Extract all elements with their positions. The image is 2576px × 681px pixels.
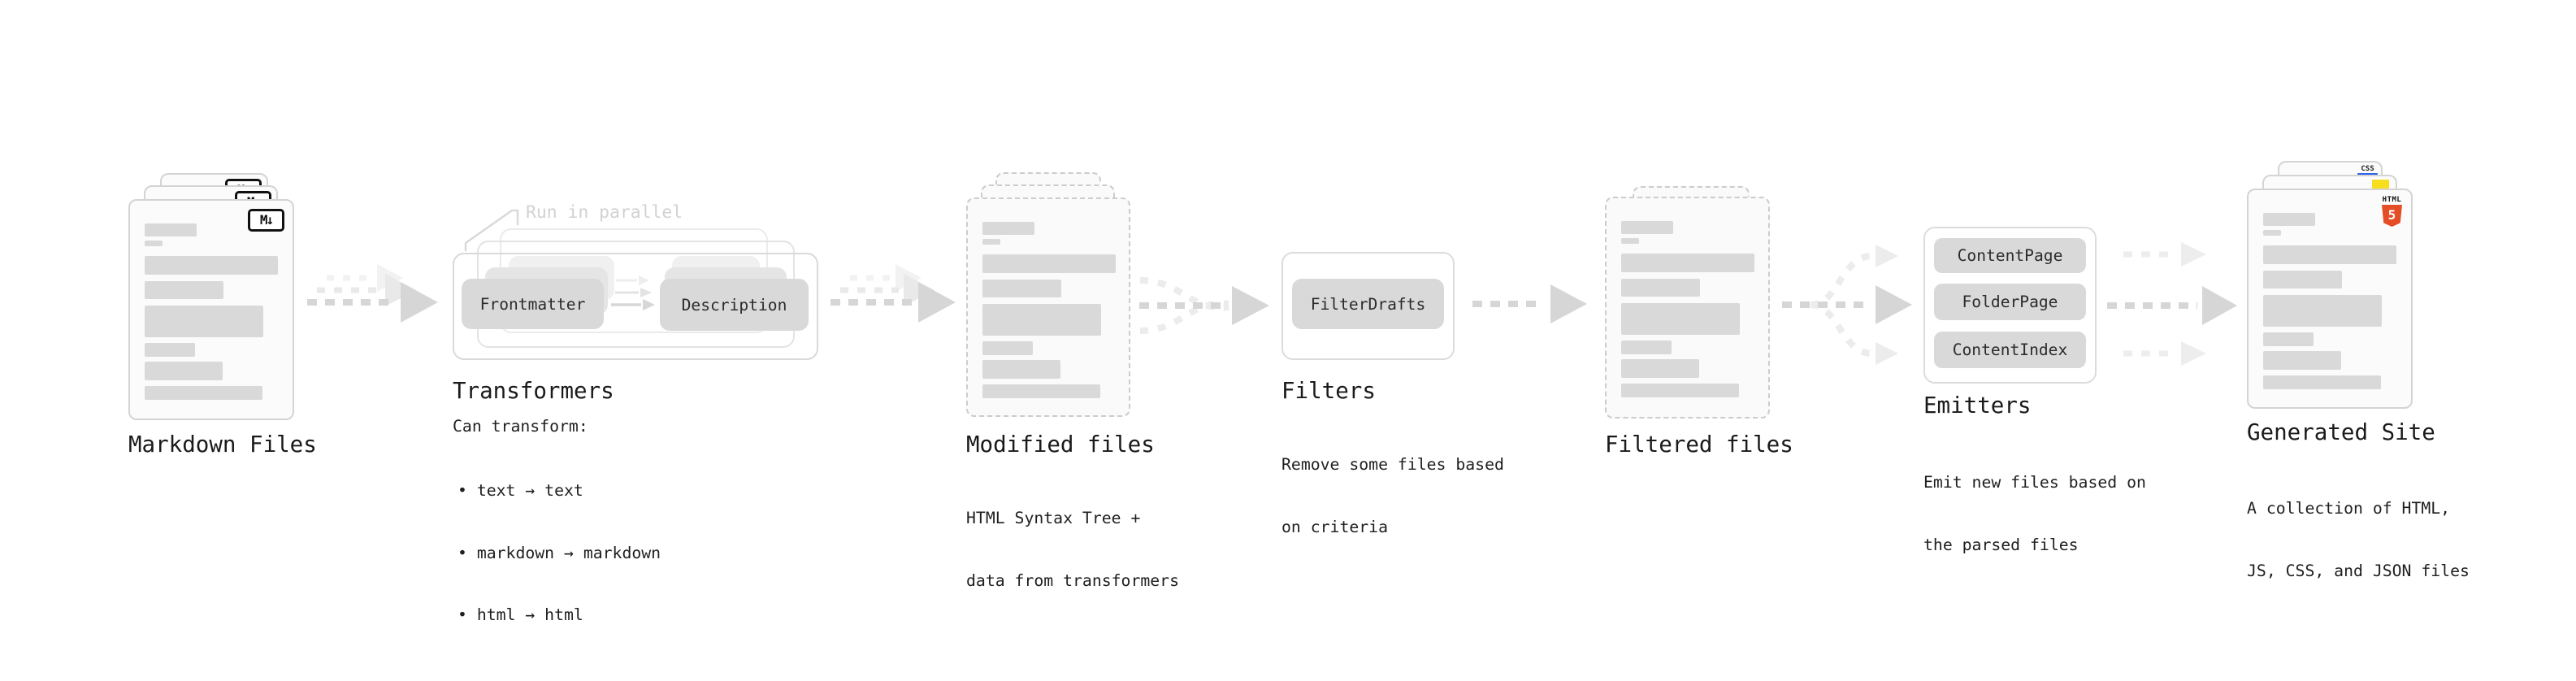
description-line: on criteria [1281, 517, 1389, 536]
description-line: Emit new files based on [1923, 473, 2146, 492]
filtered-files-title: Filtered files [1605, 432, 1793, 458]
doc-content-placeholder [968, 222, 1129, 398]
doc-content-placeholder [2249, 213, 2411, 389]
emitters-container [1923, 227, 2097, 384]
description-line: data from transformers [966, 570, 1180, 590]
filters-title: Filters [1281, 378, 1376, 404]
arrow-emitters-to-generated-icon [2107, 242, 2237, 366]
doc-content-placeholder [130, 223, 293, 400]
html5-logo-icon: HTML 5 [2381, 196, 2403, 227]
arrow-markdown-to-transformers-icon [307, 264, 438, 323]
description-line: JS, CSS, and JSON files [2247, 561, 2470, 580]
filters-description: Remove some files based on criteria [1281, 413, 1504, 579]
transformers-title: Transformers [453, 378, 614, 404]
contentpage-box: ContentPage [1934, 238, 2086, 273]
transformers-description-heading: Can transform: [453, 417, 588, 436]
bullet-item: • text → text [458, 481, 583, 500]
generated-site-title: Generated Site [2247, 419, 2435, 445]
description-box: Description [660, 279, 809, 331]
html5-logo-shield: 5 [2382, 205, 2402, 227]
frontmatter-box: Frontmatter [462, 279, 604, 329]
emitters-title: Emitters [1923, 393, 2032, 419]
modified-files-description: HTML Syntax Tree + data from transformer… [966, 466, 1179, 632]
markdown-files-title: Markdown Files [128, 432, 317, 458]
generated-site-description: A collection of HTML, JS, CSS, and JSON … [2247, 457, 2470, 622]
bullet-item: • html → html [458, 605, 583, 624]
markdown-file-card-front: M↓ [128, 199, 294, 420]
filtered-file-card-front [1605, 197, 1770, 419]
markdown-logo-icon: M↓ [248, 209, 284, 232]
generated-html-file-card: HTML 5 [2247, 189, 2413, 409]
transformer-container-front [453, 253, 818, 360]
arrow-filtered-to-emitters-fanout-icon [1782, 245, 1912, 365]
modified-file-card-front [966, 197, 1130, 417]
doc-content-placeholder [1607, 221, 1768, 397]
description-line: A collection of HTML, [2247, 499, 2451, 518]
description-line: the parsed files [1923, 535, 2079, 554]
folderpage-box: FolderPage [1934, 284, 2086, 320]
modified-files-title: Modified files [966, 432, 1155, 458]
annotation-leader-line [464, 209, 519, 252]
bullet-item: • markdown → markdown [458, 543, 661, 562]
filterdrafts-box: FilterDrafts [1292, 279, 1444, 329]
arrow-modified-to-filters-merge-icon [1139, 277, 1269, 334]
description-line: HTML Syntax Tree + [966, 509, 1141, 527]
arrow-transformers-to-modified-icon [830, 264, 956, 323]
contentindex-box: ContentIndex [1934, 332, 2086, 368]
arrow-filters-to-filtered-icon [1472, 284, 1587, 323]
css-logo-text: CSS [2361, 165, 2374, 173]
emitters-description: Emit new files based on the parsed files [1923, 431, 2146, 596]
html5-logo-text: HTML [2382, 196, 2402, 204]
run-in-parallel-annotation: Run in parallel [526, 202, 683, 223]
arrow-frontmatter-to-description-icon [611, 275, 655, 310]
filters-container [1281, 252, 1455, 360]
description-line: Remove some files based [1281, 455, 1504, 474]
javascript-logo-icon [2372, 180, 2389, 189]
transformers-bullet-list: • text → text • markdown → markdown • ht… [458, 439, 661, 667]
